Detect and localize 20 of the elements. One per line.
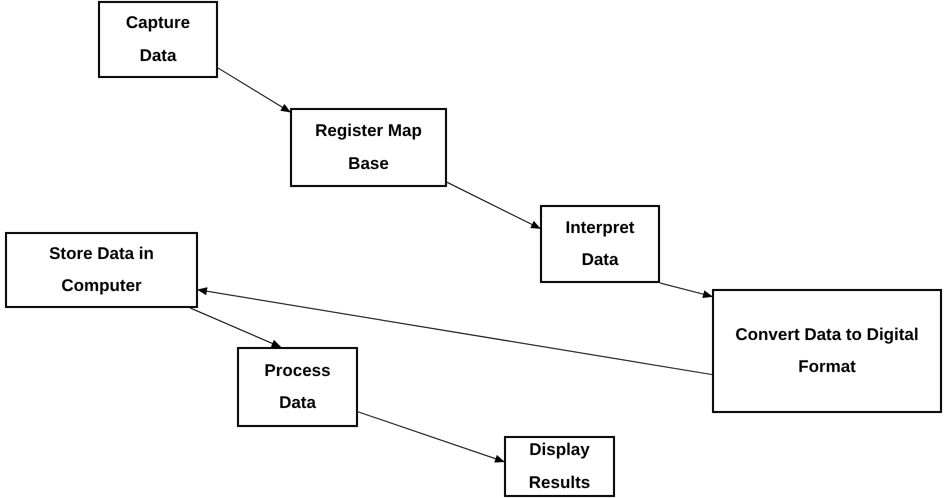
box-label: Register Map Base xyxy=(314,120,423,174)
arrow xyxy=(197,287,712,376)
box-label: Display Results xyxy=(528,439,592,494)
process-box xyxy=(290,108,447,187)
arrow xyxy=(358,411,505,462)
process-box xyxy=(540,205,660,283)
arrow xyxy=(446,182,541,229)
process-box xyxy=(504,436,615,497)
arrow xyxy=(190,308,282,348)
process-box xyxy=(98,1,218,78)
arrow xyxy=(218,68,291,112)
process-box xyxy=(237,347,358,427)
box-label: Process Data xyxy=(263,360,332,414)
box-label: Convert Data to Digital Format xyxy=(734,324,920,378)
process-box xyxy=(5,232,198,308)
box-label: Store Data in Computer xyxy=(48,242,155,297)
arrow xyxy=(660,282,713,298)
box-label: Interpret Data xyxy=(564,216,636,271)
box-label: Capture Data xyxy=(124,12,192,66)
process-box xyxy=(712,289,942,413)
